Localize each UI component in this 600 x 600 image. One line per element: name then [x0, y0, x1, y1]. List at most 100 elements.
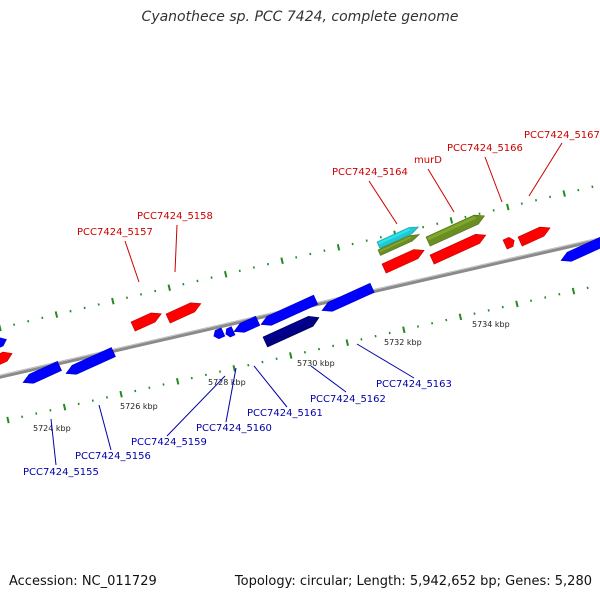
gene-forward[interactable] [0, 349, 14, 368]
gene-reverse[interactable] [64, 347, 116, 378]
tick-mark [534, 199, 538, 202]
label-leader-line [368, 180, 398, 225]
gene-label-reverse[interactable]: PCC7424_5160 [196, 423, 272, 434]
scale-label: 5732 kbp [384, 338, 422, 347]
tick-mark [0, 324, 2, 332]
label-leader-line [174, 224, 178, 273]
label-leader-line [166, 375, 226, 437]
tick-mark [111, 297, 115, 305]
gene-reverse[interactable] [224, 326, 236, 339]
tick-mark [422, 225, 425, 229]
gene-forward[interactable] [130, 309, 163, 332]
gene-olive[interactable] [377, 232, 421, 256]
gene-label-forward[interactable]: murD [414, 155, 442, 166]
tick-mark [323, 249, 326, 252]
tick-mark [458, 313, 463, 321]
tick-mark [449, 217, 454, 224]
gene-forward[interactable] [502, 236, 516, 250]
tick-mark [182, 283, 185, 286]
gene-reverse[interactable] [259, 294, 319, 329]
tick-mark [223, 270, 228, 278]
tick-mark [175, 377, 180, 385]
gene-reverse[interactable] [320, 282, 375, 315]
label-leader-line [528, 142, 563, 197]
gene-forward[interactable] [429, 231, 488, 265]
label-leader-line [356, 343, 415, 379]
tick-mark [577, 188, 580, 192]
tick-mark [119, 390, 123, 398]
tick-mark [69, 309, 72, 313]
gene-forward[interactable] [381, 246, 426, 274]
tick-mark [520, 202, 523, 205]
tick-mark [506, 203, 510, 211]
scale-label: 5726 kbp [120, 402, 158, 411]
tick-mark [562, 190, 566, 197]
tick-mark [41, 316, 44, 320]
tick-mark [167, 284, 171, 292]
gene-label-reverse[interactable]: PCC7424_5156 [75, 451, 151, 462]
gene-reverse[interactable] [559, 236, 600, 265]
gene-label-reverse[interactable]: PCC7424_5163 [376, 379, 452, 390]
map-title: Cyanothece sp. PCC 7424, complete genome [141, 9, 459, 25]
tick-mark [252, 266, 255, 269]
gene-forward[interactable] [165, 299, 203, 324]
tick-mark [515, 300, 519, 308]
tick-mark [196, 279, 199, 283]
tick-mark [54, 311, 59, 318]
tick-mark [238, 269, 241, 273]
label-leader-line [253, 365, 288, 408]
gene-label-reverse[interactable]: PCC7424_5155 [23, 467, 99, 478]
tick-mark [492, 209, 495, 212]
gene-label-forward[interactable]: PCC7424_5166 [447, 143, 523, 154]
tick-mark [345, 339, 349, 346]
tick-mark [6, 416, 10, 424]
gene-label-reverse[interactable]: PCC7424_5161 [247, 408, 323, 419]
scale-label: 5730 kbp [297, 359, 335, 368]
label-leader-line [50, 418, 57, 466]
tick-mark [436, 222, 439, 226]
label-leader-line [484, 156, 503, 203]
tick-mark [289, 352, 293, 359]
tick-mark [140, 293, 143, 296]
gene-reverse[interactable] [21, 361, 62, 387]
gene-label-forward[interactable]: PCC7424_5157 [77, 227, 153, 238]
tick-mark [379, 235, 382, 239]
gene-label-forward[interactable]: PCC7424_5158 [137, 211, 213, 222]
gene-navy[interactable] [262, 313, 321, 348]
label-leader-line [310, 365, 347, 393]
scale-label: 5734 kbp [472, 320, 510, 329]
tick-mark [295, 256, 298, 259]
tick-mark [365, 239, 368, 242]
gene-partial[interactable] [0, 335, 8, 351]
gene-forward[interactable] [517, 223, 552, 247]
tick-mark [62, 403, 67, 411]
gene-label-forward[interactable]: PCC7424_5167 [524, 130, 600, 141]
tick-mark [97, 303, 100, 306]
tick-mark [591, 185, 594, 189]
tick-mark [13, 323, 16, 326]
tick-mark [549, 195, 552, 199]
tick-mark [571, 287, 576, 295]
label-leader-line [427, 168, 455, 213]
gene-label-reverse[interactable]: PCC7424_5162 [310, 394, 386, 405]
gene-olive[interactable] [425, 211, 487, 247]
gene-reverse[interactable] [212, 327, 226, 340]
genome-info-text: Topology: circular; Length: 5,942,652 bp… [234, 574, 592, 589]
label-leader-line [225, 367, 237, 423]
tick-mark [464, 215, 467, 219]
tick-mark [232, 365, 236, 372]
tick-mark [309, 252, 312, 256]
gene-label-forward[interactable]: PCC7424_5164 [332, 167, 408, 178]
gene-label-reverse[interactable]: PCC7424_5159 [131, 437, 207, 448]
tick-mark [402, 326, 406, 334]
label-leader-line [124, 240, 140, 283]
tick-mark [83, 306, 86, 310]
tick-mark [266, 262, 270, 266]
gene-cyan[interactable] [376, 224, 420, 249]
tick-mark [210, 276, 213, 279]
tick-mark [154, 289, 157, 293]
tick-mark [27, 320, 30, 323]
gene-reverse[interactable] [232, 315, 261, 336]
label-leader-line [98, 404, 112, 451]
